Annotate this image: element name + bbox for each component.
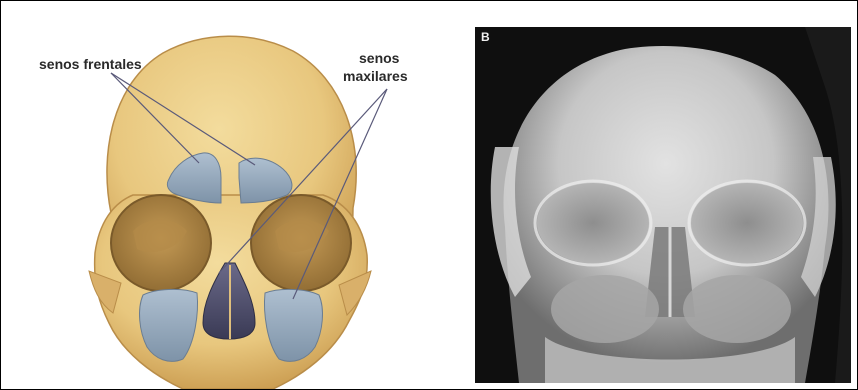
xray-orbit-left [537, 183, 649, 263]
xray-maxillary-right [683, 275, 791, 343]
skull-xray-svg [475, 27, 851, 383]
skull-illustration: senos frentales senos maxilares [3, 3, 443, 389]
label-frontal-sinuses: senos frentales [39, 56, 142, 72]
xray-maxillary-left [551, 275, 659, 343]
skull-xray: B [475, 27, 851, 383]
label-maxillary-line1: senos [359, 50, 400, 66]
label-maxillary-line2: maxilares [343, 68, 408, 84]
xray-orbit-right [691, 183, 803, 263]
skull-illustration-svg: senos frentales senos maxilares [3, 3, 443, 389]
xray-panel-label: B [481, 30, 490, 44]
